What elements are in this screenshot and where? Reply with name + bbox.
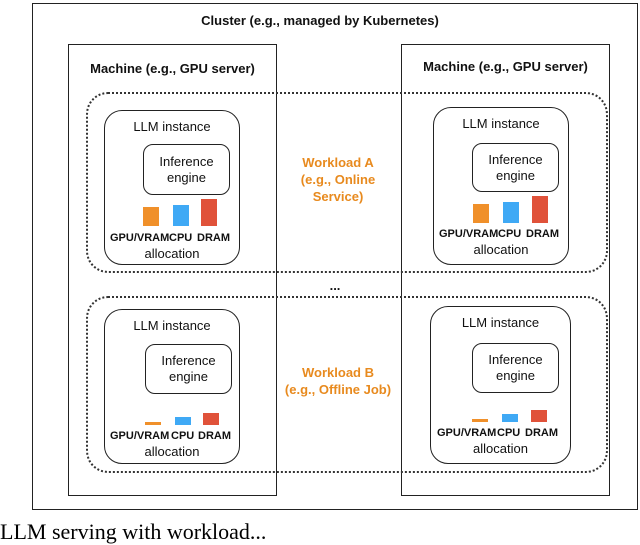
gpu-vram-label: GPU/VRAM (110, 232, 170, 244)
machine-left (68, 44, 277, 496)
allocation-label: allocation (473, 441, 528, 456)
workload-b-group (86, 296, 608, 473)
allocation-label: allocation (144, 246, 200, 261)
dram-bar (532, 196, 548, 223)
cpu-label: CPU (171, 430, 195, 442)
cpu-bar (173, 205, 189, 226)
dram-bar (201, 199, 217, 226)
workload-b-line-1: Workload B (302, 365, 374, 380)
workload-a-line-2: (e.g., Online (300, 172, 376, 187)
llm-instance-title: LLM instance (462, 116, 540, 131)
figure-caption: LLM serving with workload... (0, 519, 267, 544)
engine-line-2: engine (168, 369, 209, 384)
gpu-vram-label: GPU/VRAM (110, 430, 170, 442)
gpu-vram-bar (473, 204, 489, 223)
cpu-label: CPU (497, 427, 521, 439)
dram-bar (203, 413, 219, 425)
gpu-vram-label: GPU/VRAM (437, 427, 497, 439)
cluster-label: Cluster (e.g., managed by Kubernetes) (201, 13, 439, 28)
allocation-label: allocation (473, 242, 529, 257)
engine-line-1: Inference (161, 353, 216, 368)
workload-b-line-2: (e.g., Offline Job) (284, 382, 392, 397)
dram-bar (531, 410, 547, 422)
ellipsis: ... (329, 278, 341, 293)
cluster-box (32, 3, 638, 510)
cpu-bar (502, 414, 518, 422)
workload-a-line-1: Workload A (302, 155, 374, 170)
gpu-vram-bar (145, 422, 161, 425)
workload-a-label: Workload A (e.g., Online Service) (280, 154, 396, 205)
cpu-bar (503, 202, 519, 223)
engine-line-1: Inference (488, 352, 543, 367)
dram-label: DRAM (197, 232, 230, 244)
cpu-bar (175, 417, 191, 425)
dram-label: DRAM (198, 430, 231, 442)
engine-line-2: engine (495, 167, 536, 183)
machine-right-label: Machine (e.g., GPU server) (423, 59, 588, 74)
workload-b-label: Workload B (e.g., Offline Job) (270, 364, 406, 398)
machine-left-label: Machine (e.g., GPU server) (90, 61, 255, 76)
engine-line-1: Inference (488, 151, 543, 167)
workload-a-group (86, 92, 608, 273)
dram-label: DRAM (525, 427, 558, 439)
cpu-label: CPU (169, 232, 193, 244)
cpu-label: CPU (498, 228, 522, 240)
llm-instance-title: LLM instance (461, 315, 540, 330)
llm-instance-title: LLM instance (133, 119, 211, 134)
dram-label: DRAM (526, 228, 559, 240)
engine-line-1: Inference (159, 153, 214, 169)
gpu-vram-label: GPU/VRAM (439, 228, 499, 240)
workload-a-line-3: Service) (312, 189, 364, 204)
gpu-vram-bar (472, 419, 488, 422)
engine-line-2: engine (166, 169, 207, 185)
allocation-label: allocation (144, 444, 200, 459)
gpu-vram-bar (143, 207, 159, 226)
machine-right (401, 44, 610, 496)
engine-line-2: engine (495, 368, 536, 383)
llm-instance-title: LLM instance (133, 318, 211, 333)
